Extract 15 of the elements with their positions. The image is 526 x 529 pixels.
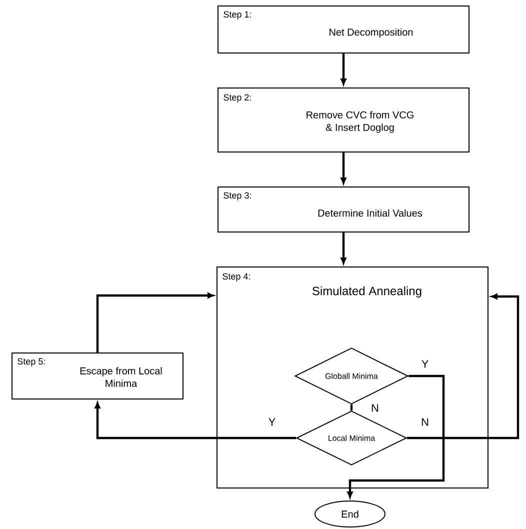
process-box: Step 3: Determine Initial Values xyxy=(218,186,470,232)
edge-label: N xyxy=(370,403,380,413)
arrow xyxy=(96,292,214,352)
arrow xyxy=(340,232,346,264)
arrow xyxy=(340,152,346,184)
arrow xyxy=(407,294,520,440)
arrow xyxy=(94,402,296,440)
edge-label: N xyxy=(420,417,430,427)
process-box: Step 1: Net Decomposition xyxy=(218,6,470,54)
process-box: Step 2: Remove CVC from VCG & Insert Doglog xyxy=(218,88,470,152)
process-box: Step 5: Escape from Local Minima xyxy=(12,352,184,400)
edge-label: Y xyxy=(420,359,430,369)
arrow xyxy=(340,54,346,85)
arrow xyxy=(347,374,445,498)
edge-label: Y xyxy=(267,417,277,427)
